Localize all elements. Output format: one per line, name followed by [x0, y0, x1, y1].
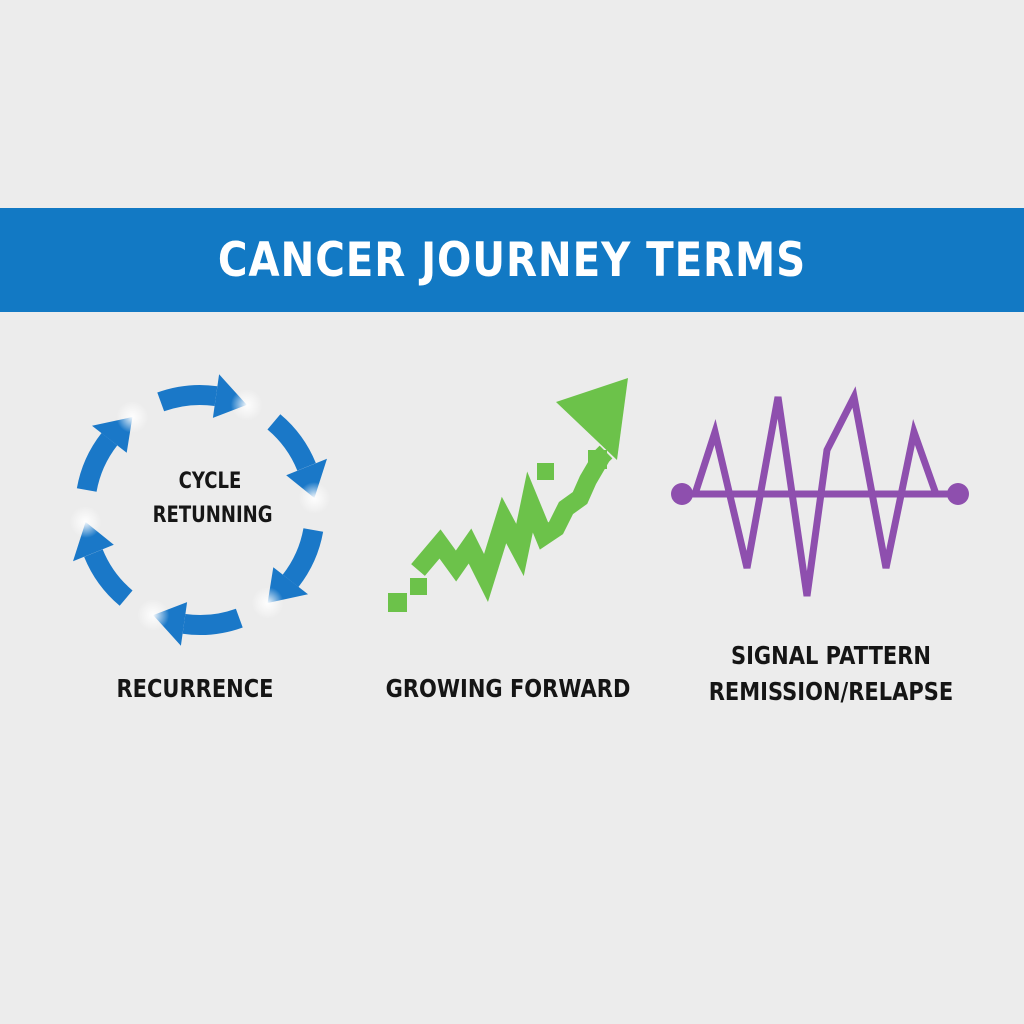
title-banner: CANCER JOURNEY TERMS [0, 208, 1024, 312]
growing-forward-caption: GROWING FORWARD [385, 674, 631, 703]
signal-end-dot [671, 483, 693, 505]
growth-zigzag-line [411, 445, 613, 603]
cycle-arrow-glow [137, 599, 170, 632]
growth-arrow-head [556, 378, 628, 460]
cycle-center-label: CYCLE RETUNNING [152, 465, 273, 533]
cycle-arrow-arc [182, 608, 243, 636]
growing-forward-panel [370, 360, 650, 630]
zigzag-up-arrow-icon [388, 378, 628, 612]
recurrence-panel: CYCLE RETUNNING [40, 360, 360, 650]
recurrence-caption: RECURRENCE [116, 674, 274, 703]
growth-square [410, 578, 427, 595]
cycle-arrow-glow [116, 401, 149, 433]
cycle-arrow-glow [69, 506, 102, 538]
cycle-arrow-glow [251, 587, 284, 619]
growth-square [388, 593, 407, 612]
cycle-arrow-arc [282, 527, 324, 587]
cycle-arrow-arc [76, 433, 118, 493]
signal-wave-line [691, 386, 940, 597]
cycle-arrow-arc [267, 414, 316, 471]
cycle-arrow-arc [84, 549, 133, 606]
signal-pattern-caption: SIGNAL PATTERN REMISSION/RELAPSE [676, 638, 986, 710]
signal-caption-line1: SIGNAL PATTERN [730, 641, 931, 670]
cycle-arrow-glow [230, 388, 263, 421]
cycle-label-line2: RETUNNING [152, 503, 273, 528]
signal-caption-line2: REMISSION/RELAPSE [708, 677, 954, 706]
cycle-arrow-arc [157, 384, 218, 412]
oscillating-signal-icon [671, 386, 969, 597]
signal-pattern-panel [660, 380, 980, 610]
signal-end-dot [947, 483, 969, 505]
growth-square [537, 463, 554, 480]
cycle-arrow-glow [298, 482, 331, 514]
circular-arrows-icon [69, 374, 331, 646]
cycle-label-line1: CYCLE [178, 469, 242, 494]
banner-title: CANCER JOURNEY TERMS [217, 232, 807, 288]
